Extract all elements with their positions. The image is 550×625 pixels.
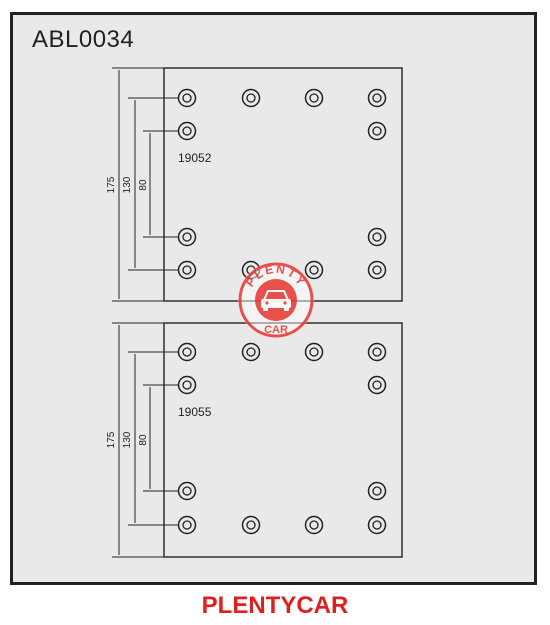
hole bbox=[367, 481, 387, 501]
hole bbox=[367, 375, 387, 395]
hole bbox=[367, 88, 387, 108]
car-icon bbox=[261, 290, 291, 311]
pad-holes bbox=[177, 88, 387, 280]
hole bbox=[304, 88, 324, 108]
footer-brand: PLENTYCAR bbox=[201, 592, 349, 619]
hole bbox=[177, 375, 197, 395]
hole bbox=[367, 260, 387, 280]
pad-outline bbox=[163, 322, 403, 558]
hole bbox=[367, 121, 387, 141]
hole bbox=[177, 260, 197, 280]
hole bbox=[177, 227, 197, 247]
hole bbox=[367, 342, 387, 362]
hole bbox=[367, 515, 387, 535]
watermark-bottom-text: CAR bbox=[264, 324, 288, 336]
hole bbox=[367, 227, 387, 247]
drawing-title: ABL0034 bbox=[32, 26, 135, 53]
dimension-inner-holes: 80 bbox=[138, 434, 149, 446]
hole bbox=[304, 342, 324, 362]
hole bbox=[241, 88, 261, 108]
hole bbox=[304, 260, 324, 280]
part-number: 19055 bbox=[178, 405, 212, 419]
brake-pad-1: 19052 175 130 80 bbox=[106, 67, 403, 302]
hole bbox=[177, 88, 197, 108]
dimension-outer-holes: 130 bbox=[122, 176, 133, 193]
hole bbox=[241, 342, 261, 362]
hole bbox=[177, 342, 197, 362]
pad-holes bbox=[177, 342, 387, 535]
hole bbox=[304, 515, 324, 535]
dimension-inner-holes: 80 bbox=[138, 179, 149, 191]
dimension-overall: 175 bbox=[106, 176, 117, 193]
dimension-outer-holes: 130 bbox=[122, 431, 133, 448]
watermark-logo: PLENTY CAR bbox=[238, 262, 314, 338]
hole bbox=[177, 515, 197, 535]
part-number: 19052 bbox=[178, 151, 212, 165]
hole bbox=[177, 121, 197, 141]
dimension-overall: 175 bbox=[106, 431, 117, 448]
brake-pad-2: 19055 175 130 80 bbox=[106, 322, 403, 558]
dimension-lines bbox=[112, 67, 178, 302]
hole bbox=[241, 515, 261, 535]
dimension-lines bbox=[112, 322, 178, 558]
hole bbox=[177, 481, 197, 501]
